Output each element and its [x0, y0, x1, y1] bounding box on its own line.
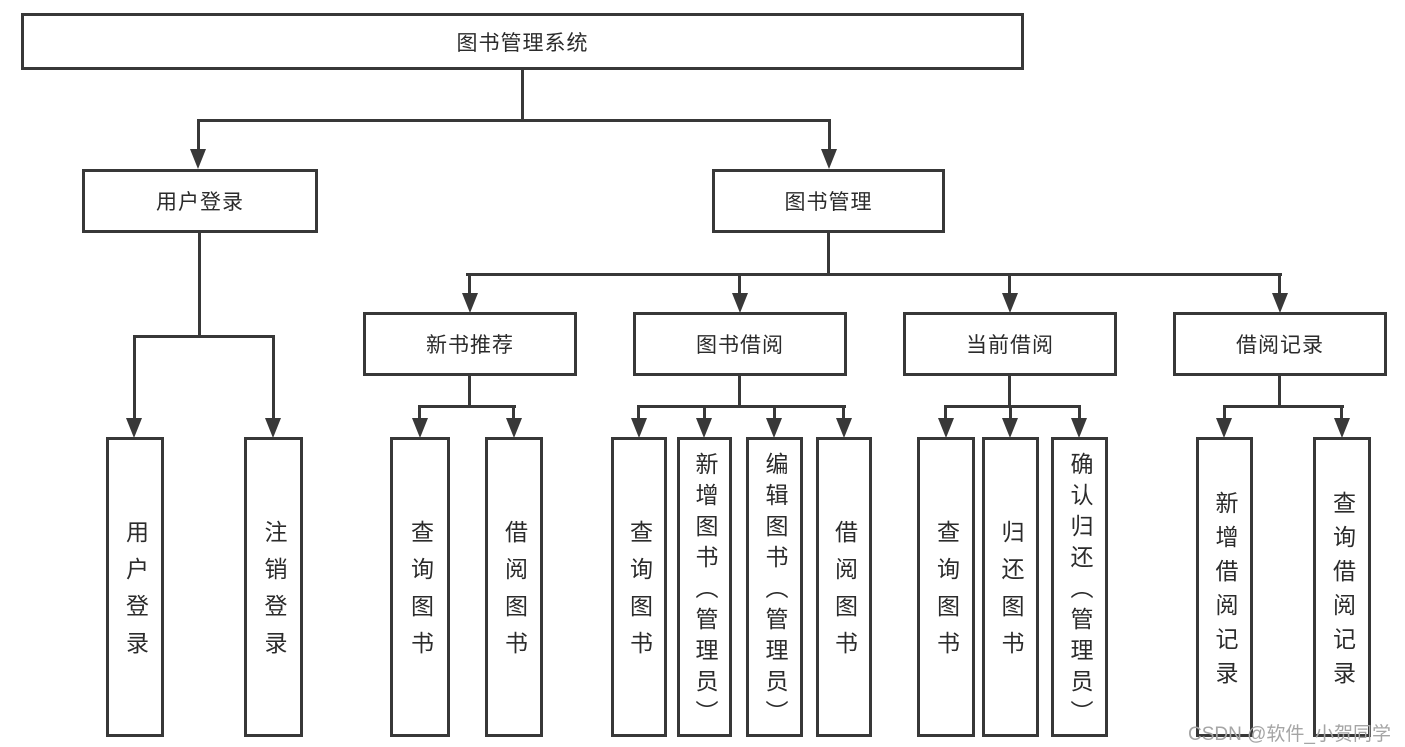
arrow-down-icon [1002, 293, 1018, 313]
connector-line [418, 405, 421, 420]
node-user-login: 用户登录 [82, 169, 318, 233]
arrow-down-icon [732, 293, 748, 313]
arrow-down-icon [821, 149, 837, 169]
arrow-down-icon [265, 418, 281, 438]
connector-line [468, 273, 471, 295]
connector-line [1008, 376, 1011, 408]
arrow-down-icon [938, 418, 954, 438]
arrow-down-icon [506, 418, 522, 438]
connector-line [198, 233, 201, 338]
connector-line [1278, 273, 1281, 295]
node-label: 确认归还（管理员） [1067, 451, 1093, 731]
arrow-down-icon [1334, 418, 1350, 438]
connector-line [944, 405, 1081, 408]
connector-line [637, 405, 846, 408]
node-library-system: 图书管理系统 [21, 13, 1024, 70]
connector-line [521, 70, 524, 122]
arrow-down-icon [190, 149, 206, 169]
connector-line [512, 405, 515, 420]
connector-line [703, 405, 706, 420]
node-label: 归还图书 [998, 520, 1024, 668]
connector-line [197, 119, 831, 122]
connector-line [1223, 405, 1226, 420]
node-label: 查询图书 [933, 520, 960, 668]
connector-line [1223, 405, 1344, 408]
leaf-logout: 注销登录 [244, 437, 303, 737]
node-label: 当前借阅 [966, 334, 1054, 357]
arrow-down-icon [412, 418, 428, 438]
leaf-borrow-books-recommend: 借阅图书 [485, 437, 543, 737]
arrow-down-icon [126, 418, 142, 438]
arrow-down-icon [766, 418, 782, 438]
leaf-user-login: 用户登录 [106, 437, 164, 737]
arrow-down-icon [1002, 418, 1018, 438]
node-label: 借阅图书 [501, 520, 528, 668]
arrow-down-icon [462, 293, 478, 313]
node-label: 注销登录 [261, 520, 287, 668]
node-label: 查询图书 [626, 520, 653, 668]
node-label: 编辑图书（管理员） [762, 451, 788, 731]
leaf-query-books-borrowing: 查询图书 [611, 437, 667, 737]
node-label: 图书管理系统 [456, 31, 589, 55]
connector-line [944, 405, 947, 420]
connector-line [468, 376, 471, 408]
node-label: 借阅记录 [1236, 334, 1324, 357]
leaf-add-borrow-record: 新增借阅记录 [1196, 437, 1253, 737]
node-label: 查询图书 [407, 520, 434, 668]
arrow-down-icon [836, 418, 852, 438]
arrow-down-icon [696, 418, 712, 438]
connector-line [197, 119, 200, 151]
leaf-query-borrow-record: 查询借阅记录 [1313, 437, 1371, 737]
node-label: 新增图书（管理员） [692, 451, 718, 731]
node-borrowing-records: 借阅记录 [1173, 312, 1387, 376]
node-book-borrowing: 图书借阅 [633, 312, 847, 376]
leaf-confirm-return-admin: 确认归还（管理员） [1051, 437, 1108, 737]
connector-line [1009, 405, 1012, 420]
node-current-borrowing: 当前借阅 [903, 312, 1117, 376]
connector-line [133, 335, 136, 420]
node-label: 用户登录 [122, 520, 149, 668]
connector-line [738, 273, 741, 295]
arrow-down-icon [631, 418, 647, 438]
connector-line [828, 119, 831, 151]
node-label: 图书借阅 [696, 334, 784, 357]
node-new-book-recommend: 新书推荐 [363, 312, 577, 376]
node-label: 新增借阅记录 [1212, 490, 1238, 695]
connector-line [466, 273, 1282, 276]
connector-line [738, 376, 741, 408]
node-label: 查询借阅记录 [1329, 490, 1356, 695]
connector-line [637, 405, 640, 420]
leaf-query-books-current: 查询图书 [917, 437, 975, 737]
connector-line [272, 335, 275, 420]
node-label: 用户登录 [156, 191, 244, 214]
leaf-borrow-books: 借阅图书 [816, 437, 872, 737]
connector-line [773, 405, 776, 420]
connector-line [1340, 405, 1343, 420]
csdn-watermark: CSDN @软件_小贺同学 [1188, 724, 1391, 745]
connector-line [133, 335, 275, 338]
node-label: 借阅图书 [831, 520, 858, 668]
connector-line [418, 405, 516, 408]
connector-line [842, 405, 845, 420]
connector-line [1278, 376, 1281, 408]
connector-line [827, 233, 830, 276]
arrow-down-icon [1272, 293, 1288, 313]
arrow-down-icon [1071, 418, 1087, 438]
arrow-down-icon [1216, 418, 1232, 438]
node-label: 新书推荐 [426, 334, 514, 357]
connector-line [1078, 405, 1081, 420]
connector-line [1008, 273, 1011, 295]
node-book-management: 图书管理 [712, 169, 945, 233]
leaf-query-books-recommend: 查询图书 [390, 437, 450, 737]
leaf-return-books: 归还图书 [982, 437, 1039, 737]
leaf-edit-books-admin: 编辑图书（管理员） [746, 437, 803, 737]
leaf-add-books-admin: 新增图书（管理员） [677, 437, 732, 737]
node-label: 图书管理 [784, 191, 873, 214]
